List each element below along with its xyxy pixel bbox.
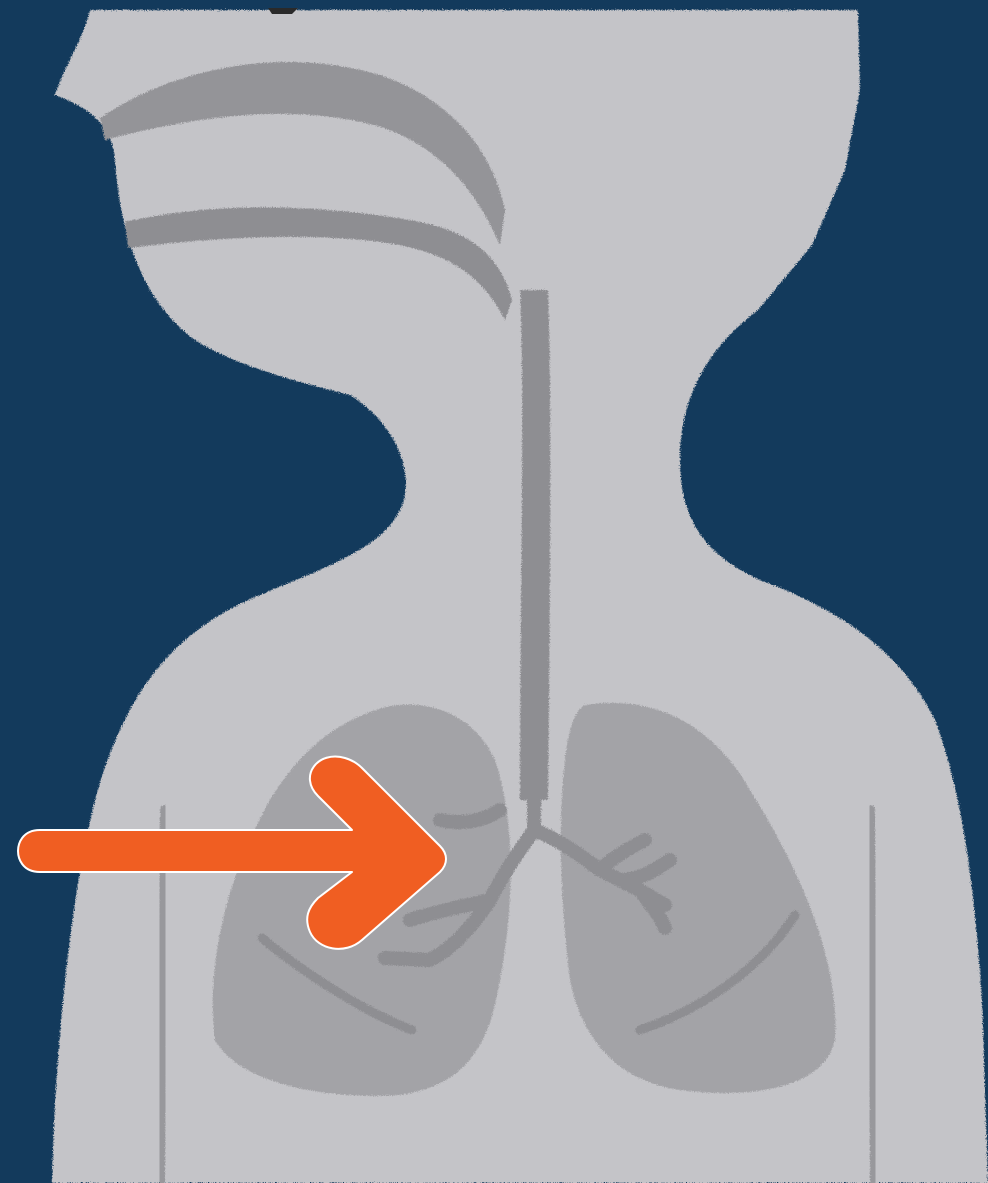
trachea	[520, 290, 550, 800]
right-body-line	[870, 810, 875, 1183]
